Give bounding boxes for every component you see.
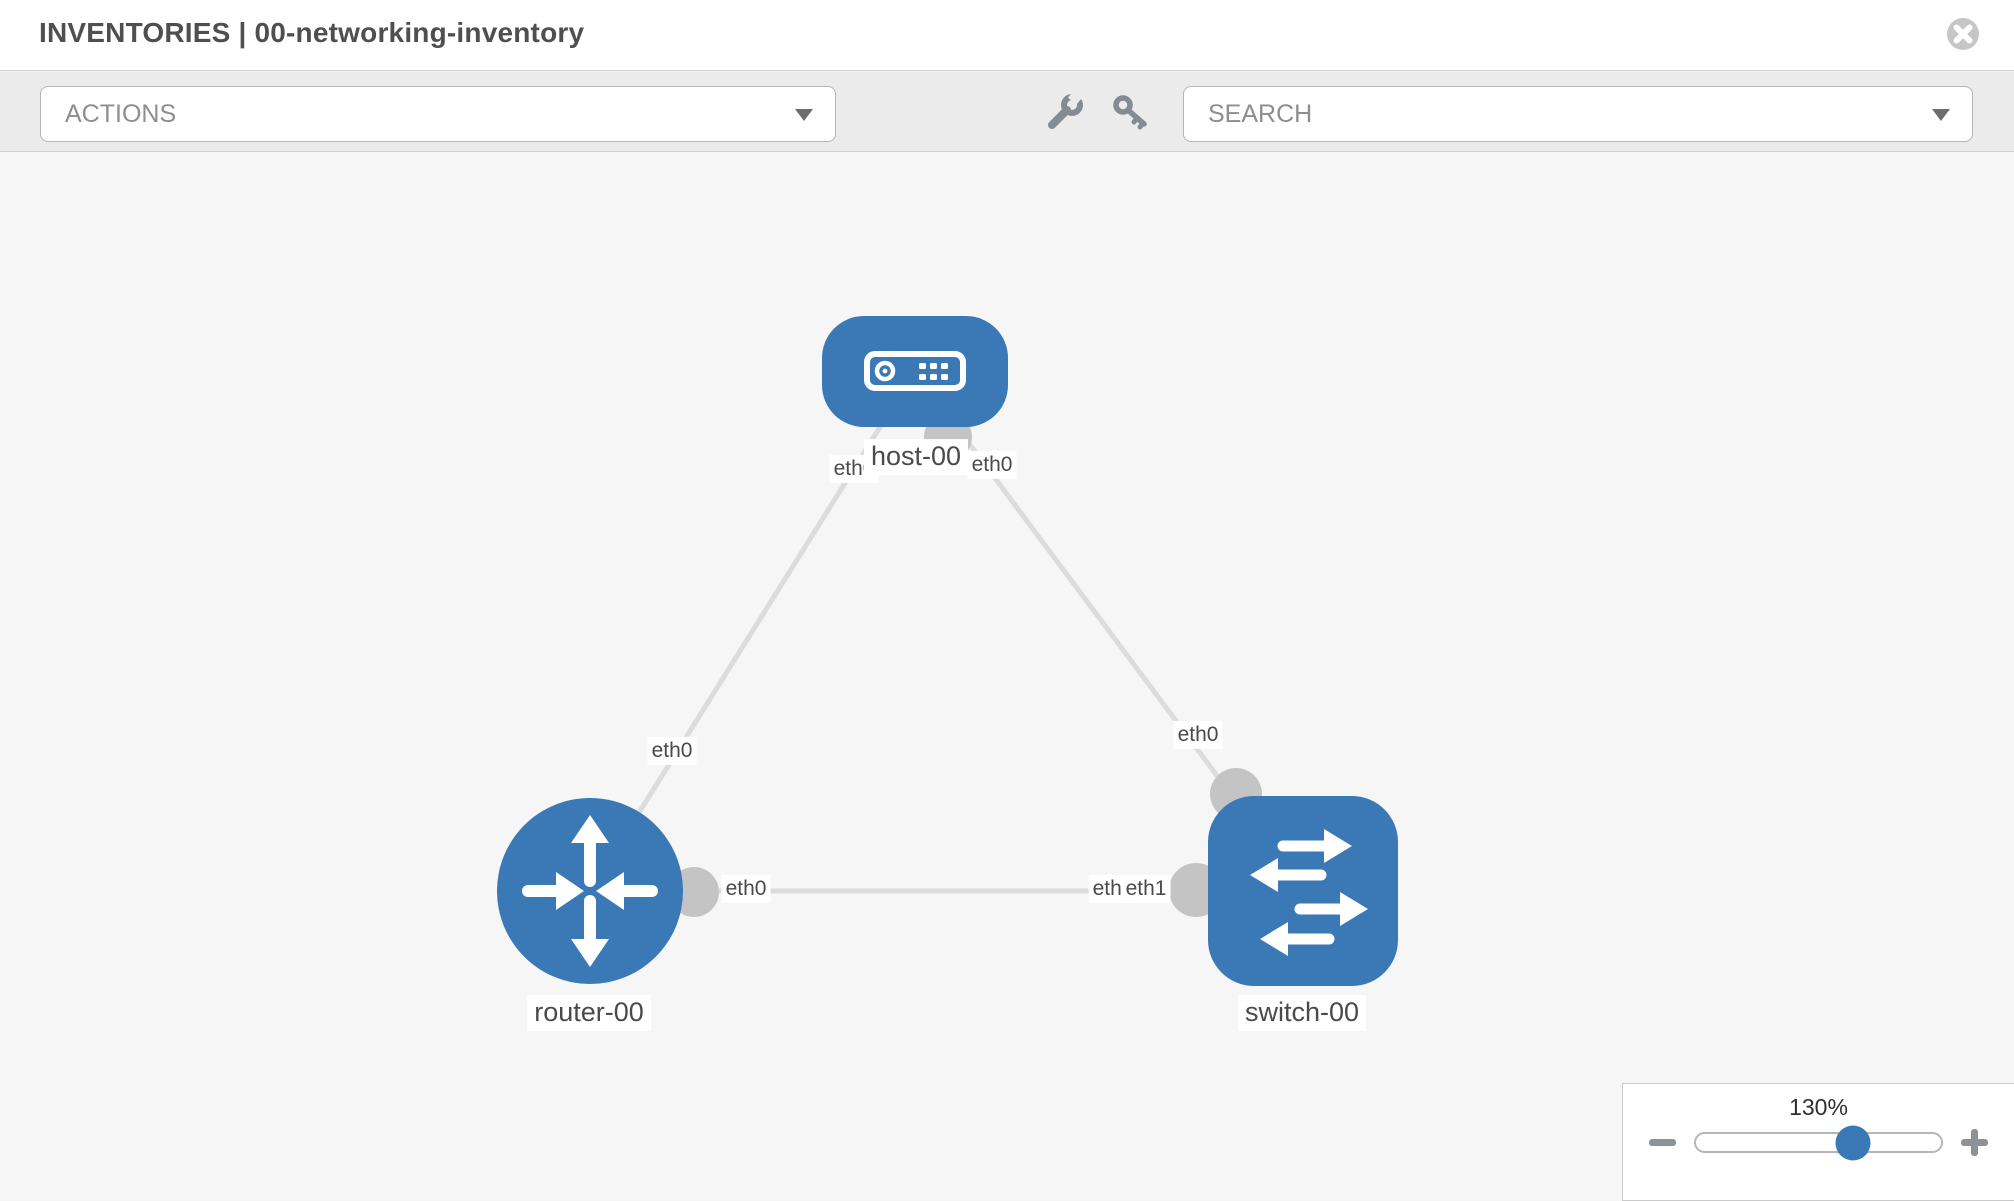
port-label: eth0 <box>721 874 771 904</box>
router-icon <box>522 815 658 967</box>
topology-canvas[interactable]: eth0 eth0 host-00 eth0 eth0 eth0 eth0 et… <box>0 153 2014 1200</box>
zoom-in-icon[interactable] <box>1961 1129 1988 1156</box>
chevron-down-icon <box>795 109 813 121</box>
node-router[interactable] <box>497 798 683 984</box>
zoom-out-icon[interactable] <box>1649 1139 1676 1146</box>
switch-icon <box>1250 829 1368 956</box>
zoom-panel: 130% <box>1622 1083 2014 1201</box>
actions-dropdown[interactable]: ACTIONS <box>40 86 836 142</box>
port-label: eth0 <box>647 736 697 766</box>
zoom-level: 130% <box>1789 1094 1848 1120</box>
page-title: INVENTORIES | 00-networking-inventory <box>39 17 585 48</box>
node-label-switch: switch-00 <box>1237 995 1367 1031</box>
node-label-router: router-00 <box>527 995 651 1031</box>
page-header: INVENTORIES | 00-networking-inventory <box>0 0 2014 71</box>
zoom-slider-thumb[interactable] <box>1835 1125 1871 1160</box>
port-label: eth0 <box>1173 720 1223 750</box>
actions-dropdown-label: ACTIONS <box>65 99 177 128</box>
chevron-down-icon <box>1932 109 1950 121</box>
search-dropdown-label: SEARCH <box>1208 99 1313 128</box>
key-icon[interactable] <box>1112 94 1152 132</box>
port-label: eth0 <box>967 450 1017 480</box>
host-icon <box>864 351 966 391</box>
search-dropdown[interactable]: SEARCH <box>1183 86 1973 142</box>
node-switch[interactable] <box>1208 796 1398 986</box>
wrench-icon[interactable] <box>1044 89 1084 132</box>
port-label: eth1 <box>1121 874 1171 904</box>
zoom-slider[interactable] <box>1694 1125 1943 1160</box>
close-icon[interactable] <box>1945 16 1981 52</box>
node-label-host: host-00 <box>863 439 969 475</box>
toolbar: ACTIONS SEARCH <box>0 72 2014 152</box>
node-host[interactable] <box>822 316 1008 427</box>
